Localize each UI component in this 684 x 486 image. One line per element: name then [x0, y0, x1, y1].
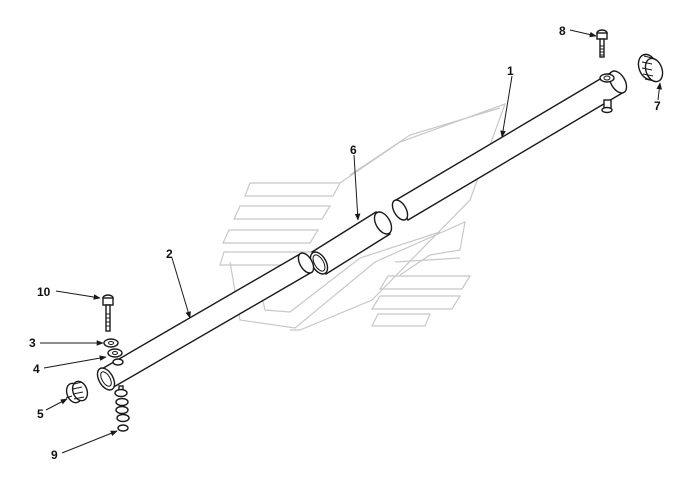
callout-3: 3 [29, 336, 36, 350]
watermark-logo [219, 102, 507, 331]
callout-1: 1 [507, 64, 514, 78]
washer-stack-part-9 [114, 385, 130, 432]
callout-8: 8 [559, 24, 566, 38]
callout-leaders [40, 29, 663, 454]
callout-6: 6 [350, 143, 357, 157]
coupling-sleeve-part-6 [309, 211, 393, 275]
callout-5: 5 [37, 407, 44, 421]
bolt-part-10 [102, 294, 114, 332]
callout-9: 9 [51, 448, 58, 462]
lower-tube-part-2 [96, 252, 315, 391]
callout-10: 10 [37, 285, 51, 299]
washer-part-4 [107, 348, 123, 358]
washer-part-3 [103, 338, 119, 348]
callout-4: 4 [33, 362, 40, 376]
callout-7: 7 [654, 99, 661, 113]
callout-2: 2 [166, 247, 173, 261]
end-cap-part-7 [637, 53, 664, 83]
end-cap-part-5 [65, 380, 89, 404]
upper-tube-part-1 [391, 70, 628, 221]
bolt-part-8 [596, 29, 608, 58]
